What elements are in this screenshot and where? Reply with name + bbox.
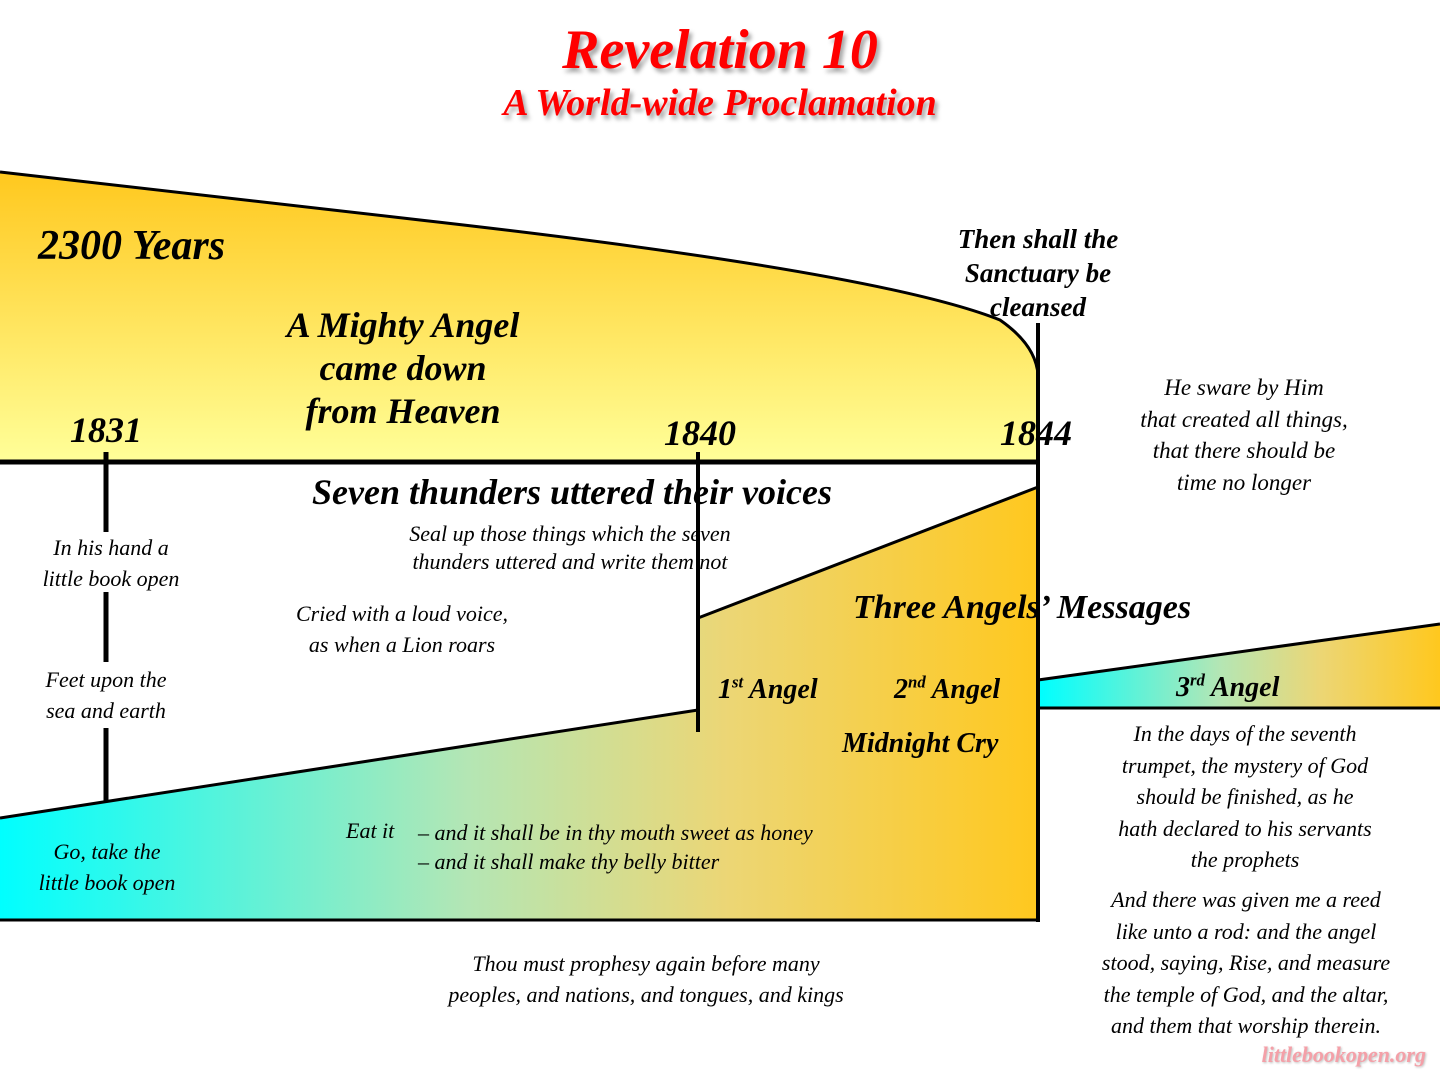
he-sware-text: He sware by Him that created all things,… xyxy=(1110,372,1378,498)
reed-line: like unto a rod: and the angel xyxy=(1115,918,1377,944)
cried-loud-line: Cried with a loud voice, xyxy=(295,601,509,626)
angel-word: Angel xyxy=(931,674,1001,705)
reed-text: And there was given me a reed like unto … xyxy=(1058,884,1434,1042)
page-title: Revelation 10 xyxy=(562,19,878,81)
prophesy-line: peoples, and nations, and tongues, and k… xyxy=(448,982,844,1007)
seventh-trumpet-line: hath declared to his servants xyxy=(1118,815,1372,841)
sanctuary-line: Sanctuary be xyxy=(964,258,1112,288)
eat-it-text: – and it shall be in thy mouth sweet as … xyxy=(418,818,813,876)
cried-loud-line: as when a Lion roars xyxy=(308,632,496,657)
eat-it-line: – and it shall be in thy mouth sweet as … xyxy=(418,820,813,845)
eat-it-label: Eat it xyxy=(346,818,395,843)
he-sware-line: He sware by Him xyxy=(1164,375,1324,400)
cried-loud-text: Cried with a loud voice, as when a Lion … xyxy=(262,598,542,660)
angel-word: Angel xyxy=(1210,672,1280,703)
third-angel-outline xyxy=(1037,622,1440,710)
angel-number: 3 xyxy=(1176,672,1190,703)
in-his-hand-line: little book open xyxy=(42,566,180,591)
prophesy-text: Thou must prophesy again before many peo… xyxy=(386,948,906,1010)
angel-number: 2 xyxy=(894,674,908,705)
second-angel-label: 2nd Angel xyxy=(894,674,1000,706)
he-sware-line: time no longer xyxy=(1176,469,1312,495)
prophesy-line: Thou must prophesy again before many xyxy=(472,951,820,976)
seven-thunders-heading: Seven thunders uttered their voices xyxy=(312,472,832,512)
sanctuary-text: Then shall the Sanctuary be cleansed xyxy=(918,222,1158,324)
mighty-angel-line: from Heaven xyxy=(305,391,501,431)
midnight-cry-label: Midnight Cry xyxy=(842,728,999,759)
2300-years-region xyxy=(0,172,1038,462)
feet-upon-text: Feet upon the sea and earth xyxy=(0,664,212,726)
year-1831: 1831 xyxy=(70,410,142,450)
seal-up-text: Seal up those things which the seven thu… xyxy=(340,520,800,576)
watermark-link[interactable]: littlebookopen.org xyxy=(1261,1042,1426,1067)
seventh-trumpet-line: the prophets xyxy=(1190,847,1300,872)
go-take-line: little book open xyxy=(38,870,176,895)
seventh-trumpet-line: trumpet, the mystery of God xyxy=(1121,752,1369,778)
go-take-line: Go, take the xyxy=(53,839,161,864)
period-label: 2300 Years xyxy=(38,223,226,269)
seventh-trumpet-text: In the days of the seventh trumpet, the … xyxy=(1090,718,1400,876)
seventh-trumpet-line: In the days of the seventh xyxy=(1133,721,1357,746)
he-sware-line: that there should be xyxy=(1152,438,1336,463)
mighty-angel-text: A Mighty Angel came down from Heaven xyxy=(250,304,556,433)
angel-ordinal: st xyxy=(732,672,744,692)
in-his-hand-line: In his hand a xyxy=(53,535,169,560)
go-take-text: Go, take the little book open xyxy=(0,836,214,898)
mighty-angel-line: A Mighty Angel xyxy=(286,305,520,345)
year-1844: 1844 xyxy=(1000,413,1072,453)
year-1840: 1840 xyxy=(664,413,736,453)
angel-number: 1 xyxy=(718,674,732,705)
eat-it-line: – and it shall make thy belly bitter xyxy=(418,849,720,874)
seal-up-line: Seal up those things which the seven xyxy=(409,521,731,546)
reed-line: and them that worship therein. xyxy=(1111,1013,1381,1038)
mighty-angel-line: came down xyxy=(319,348,487,388)
in-his-hand-text: In his hand a little book open xyxy=(6,532,216,594)
he-sware-line: that created all things, xyxy=(1140,406,1348,432)
angel-ordinal: rd xyxy=(1190,670,1205,690)
reed-line: the temple of God, and the altar, xyxy=(1103,981,1389,1007)
seventh-trumpet-line: should be finished, as he xyxy=(1136,784,1354,809)
sanctuary-line: Then shall the xyxy=(957,224,1119,254)
feet-upon-line: sea and earth xyxy=(46,698,166,723)
seal-up-line: thunders uttered and write them not xyxy=(412,549,728,574)
reed-line: stood, saying, Rise, and measure xyxy=(1101,950,1391,975)
reed-line: And there was given me a reed xyxy=(1111,887,1381,912)
sanctuary-line: cleansed xyxy=(990,292,1086,322)
2300-years-outline xyxy=(0,170,1040,376)
angel-word: Angel xyxy=(749,674,818,705)
feet-upon-line: Feet upon the xyxy=(45,667,167,692)
proclamation-region xyxy=(0,487,1038,920)
third-angel-region xyxy=(1038,624,1440,708)
page-subtitle: A World-wide Proclamation xyxy=(503,82,937,124)
third-angel-label: 3rd Angel xyxy=(1176,672,1279,704)
angel-ordinal: nd xyxy=(908,672,926,692)
first-angel-label: 1st Angel xyxy=(718,674,818,706)
three-angels-heading: Three Angels’ Messages xyxy=(852,589,1192,626)
